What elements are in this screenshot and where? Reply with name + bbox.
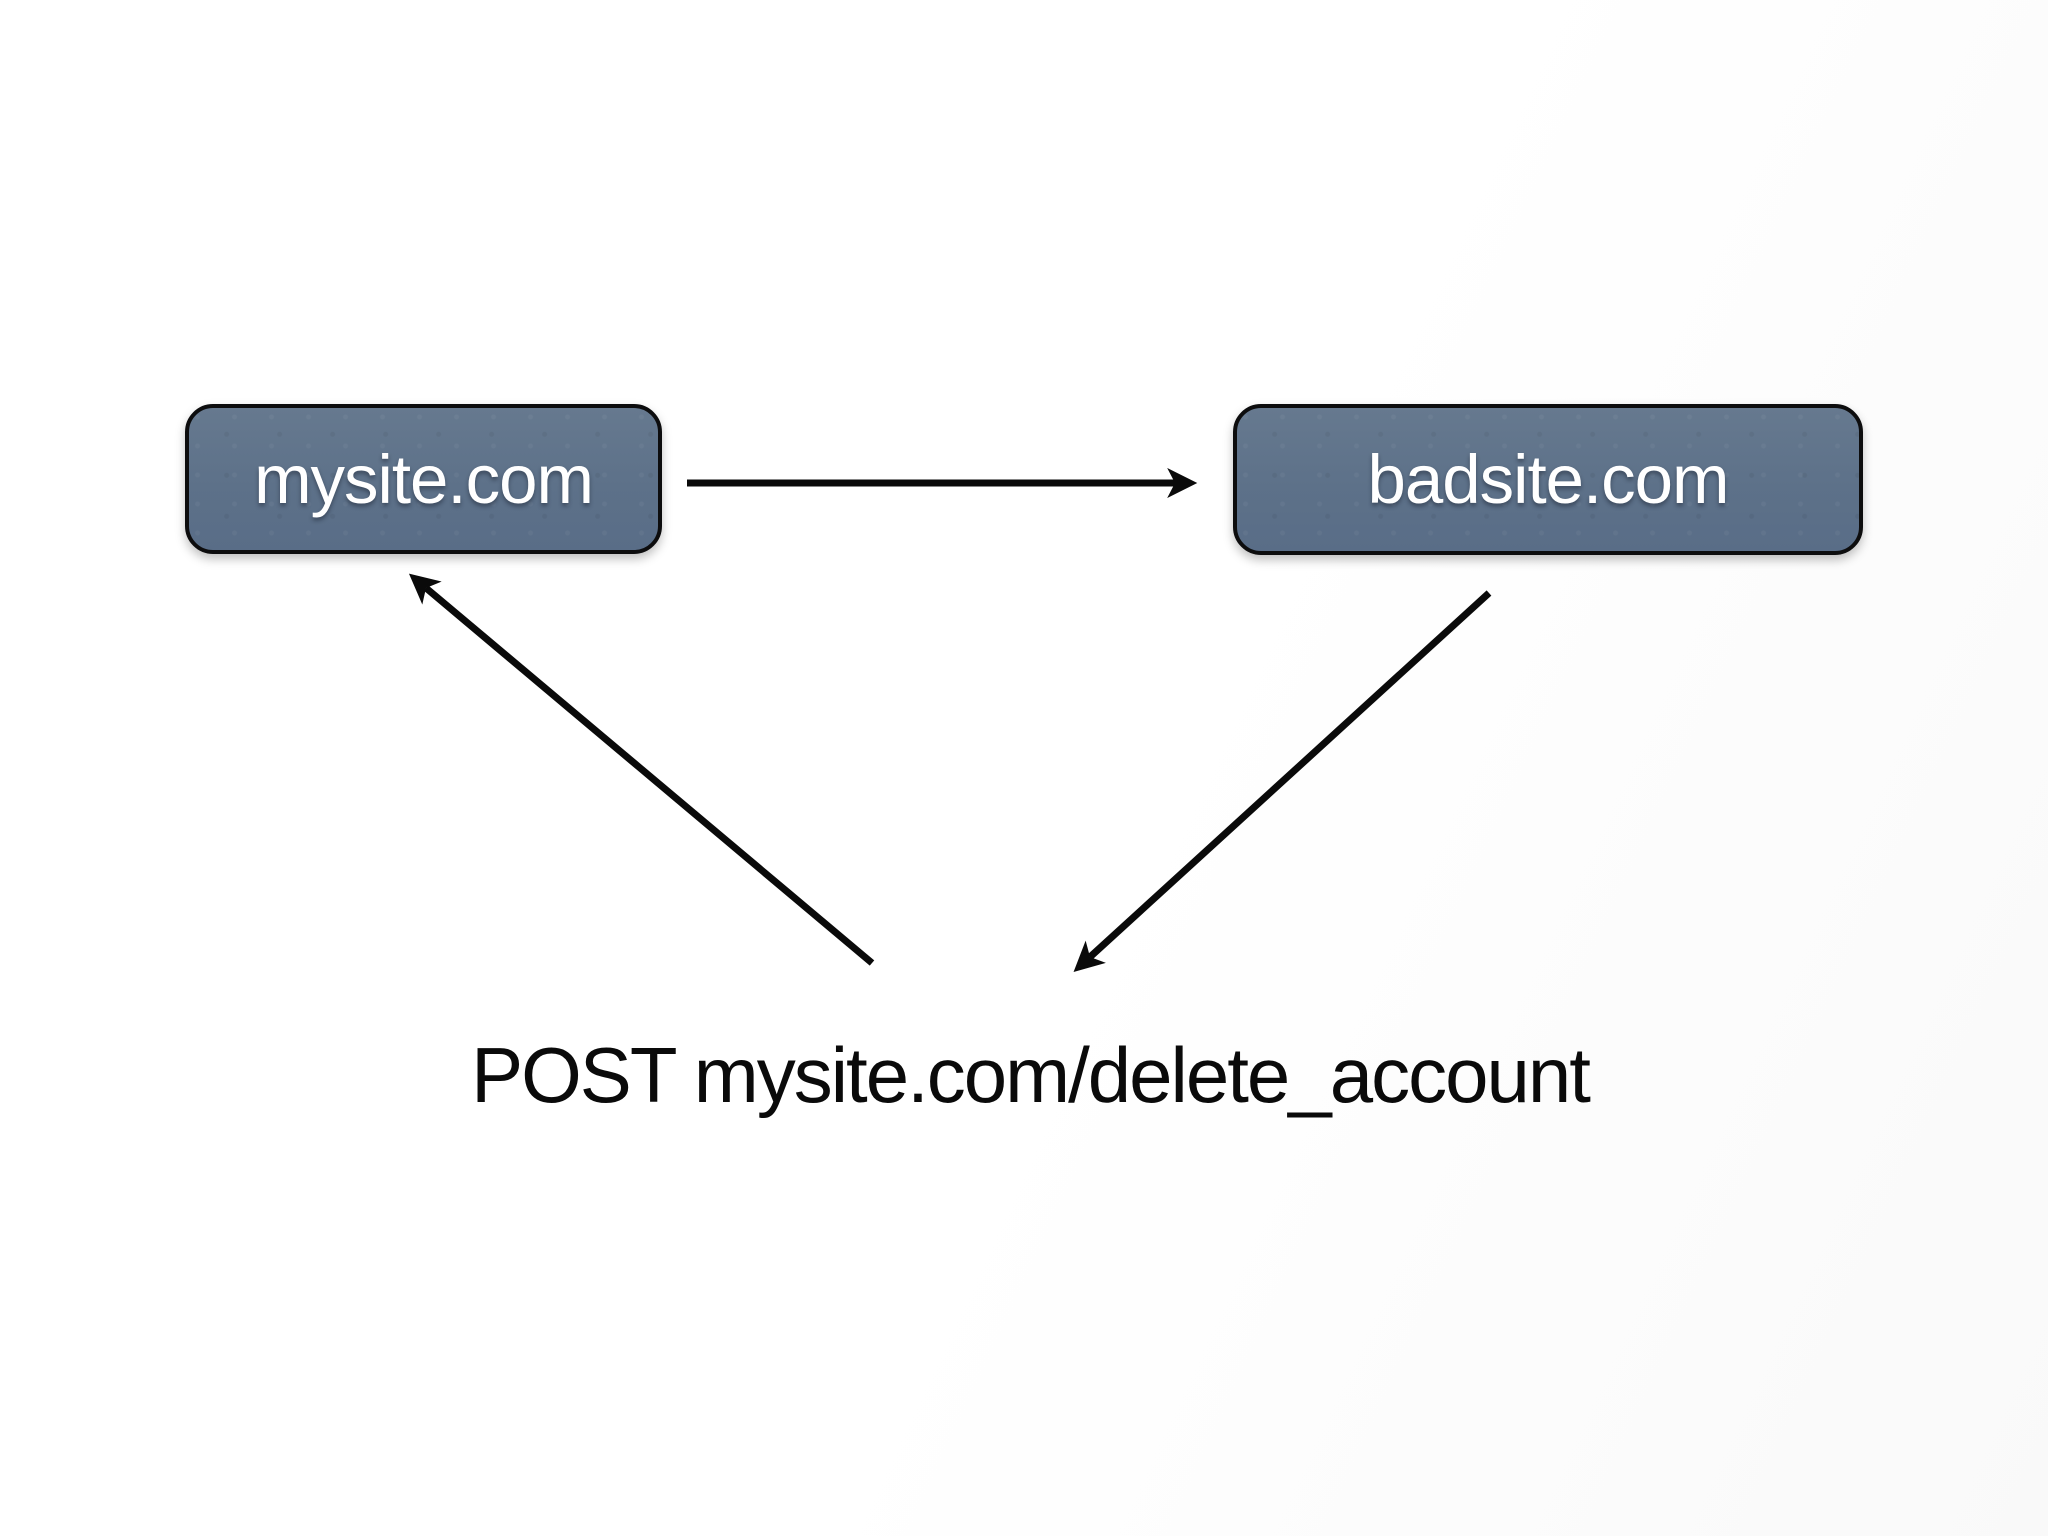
node-badsite: badsite.com — [1233, 404, 1863, 555]
post-request-caption: POST mysite.com/delete_account — [471, 1031, 1591, 1119]
node-mysite-label: mysite.com — [254, 440, 594, 518]
arrow-request-to-mysite — [408, 573, 875, 966]
arrow-badsite-to-request — [1073, 590, 1492, 973]
node-badsite-label: badsite.com — [1367, 441, 1729, 518]
node-mysite: mysite.com — [185, 404, 662, 554]
